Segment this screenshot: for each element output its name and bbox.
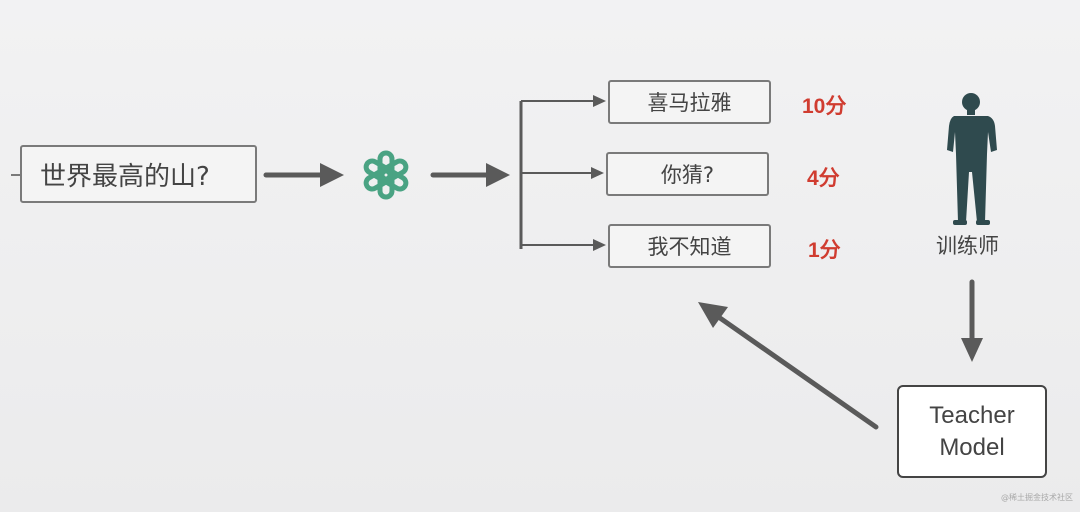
question-box: 世界最高的山?	[20, 145, 257, 203]
score-2: 4分	[807, 167, 840, 190]
arrow-teacher-to-answers	[698, 302, 879, 430]
question-text: 世界最高的山?	[40, 161, 210, 192]
answer-box-2: 你猜?	[606, 152, 769, 196]
arrow-question-to-model	[263, 163, 344, 187]
trainer-label: 训练师	[936, 234, 999, 258]
score-3: 1分	[808, 239, 841, 262]
teacher-model-line-2: Model	[939, 433, 1005, 461]
chatgpt-logo-icon	[363, 150, 409, 200]
teacher-model-box: Teacher Model	[897, 385, 1047, 478]
answer-box-1: 喜马拉雅	[608, 80, 771, 124]
answer-text: 喜马拉雅	[647, 91, 732, 115]
watermark: @稀土掘金技术社区	[1001, 493, 1073, 502]
score-1: 10分	[802, 95, 847, 118]
arrow-model-to-answers	[430, 163, 510, 187]
answer-box-3: 我不知道	[608, 224, 771, 268]
teacher-model-line-1: Teacher	[929, 401, 1015, 429]
person-icon	[947, 93, 997, 225]
answer-text: 你猜?	[660, 163, 715, 187]
answer-text: 我不知道	[647, 235, 732, 259]
branch-bracket	[519, 95, 606, 251]
arrow-trainer-to-teacher	[961, 279, 983, 362]
